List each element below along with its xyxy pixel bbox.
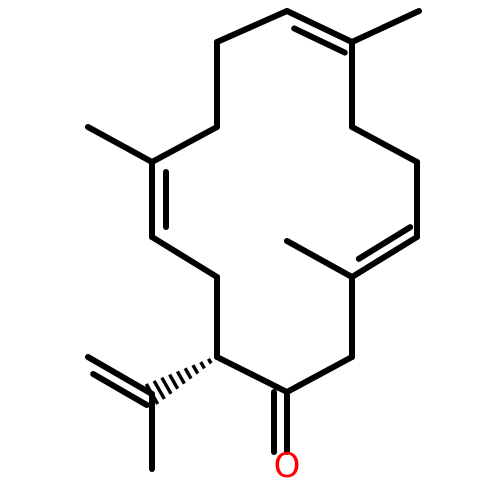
hashed-wedge-stroke bbox=[168, 373, 180, 390]
stereo-wedge-group bbox=[144, 354, 220, 405]
double-bond bbox=[291, 25, 348, 56]
hashed-wedge-stroke bbox=[175, 370, 186, 385]
single-bond bbox=[85, 124, 155, 165]
double-bond bbox=[85, 354, 155, 397]
atom-label-oxygen: O bbox=[274, 446, 301, 486]
single-bond bbox=[149, 124, 220, 165]
bond-group bbox=[85, 8, 422, 472]
single-bond bbox=[349, 8, 422, 45]
hashed-wedge-stroke bbox=[183, 367, 193, 380]
hashed-wedge-stroke bbox=[152, 380, 166, 400]
double-bond bbox=[284, 8, 355, 45]
single-bond bbox=[284, 238, 355, 280]
hashed-wedge-stroke bbox=[160, 376, 173, 395]
double-bond bbox=[349, 234, 420, 280]
hashed-wedge-stroke bbox=[199, 361, 206, 370]
single-bond bbox=[284, 354, 355, 395]
single-bond bbox=[349, 124, 420, 165]
single-bond bbox=[149, 234, 220, 280]
hashed-wedge-stroke bbox=[191, 364, 200, 375]
single-bond bbox=[214, 354, 290, 395]
double-bond bbox=[355, 224, 414, 262]
hashed-wedge-stroke bbox=[207, 358, 213, 365]
hashed-wedge-stroke bbox=[214, 354, 220, 360]
double-bond bbox=[90, 371, 150, 408]
hashed-wedge-stroke bbox=[144, 383, 160, 405]
single-bond bbox=[214, 8, 290, 45]
